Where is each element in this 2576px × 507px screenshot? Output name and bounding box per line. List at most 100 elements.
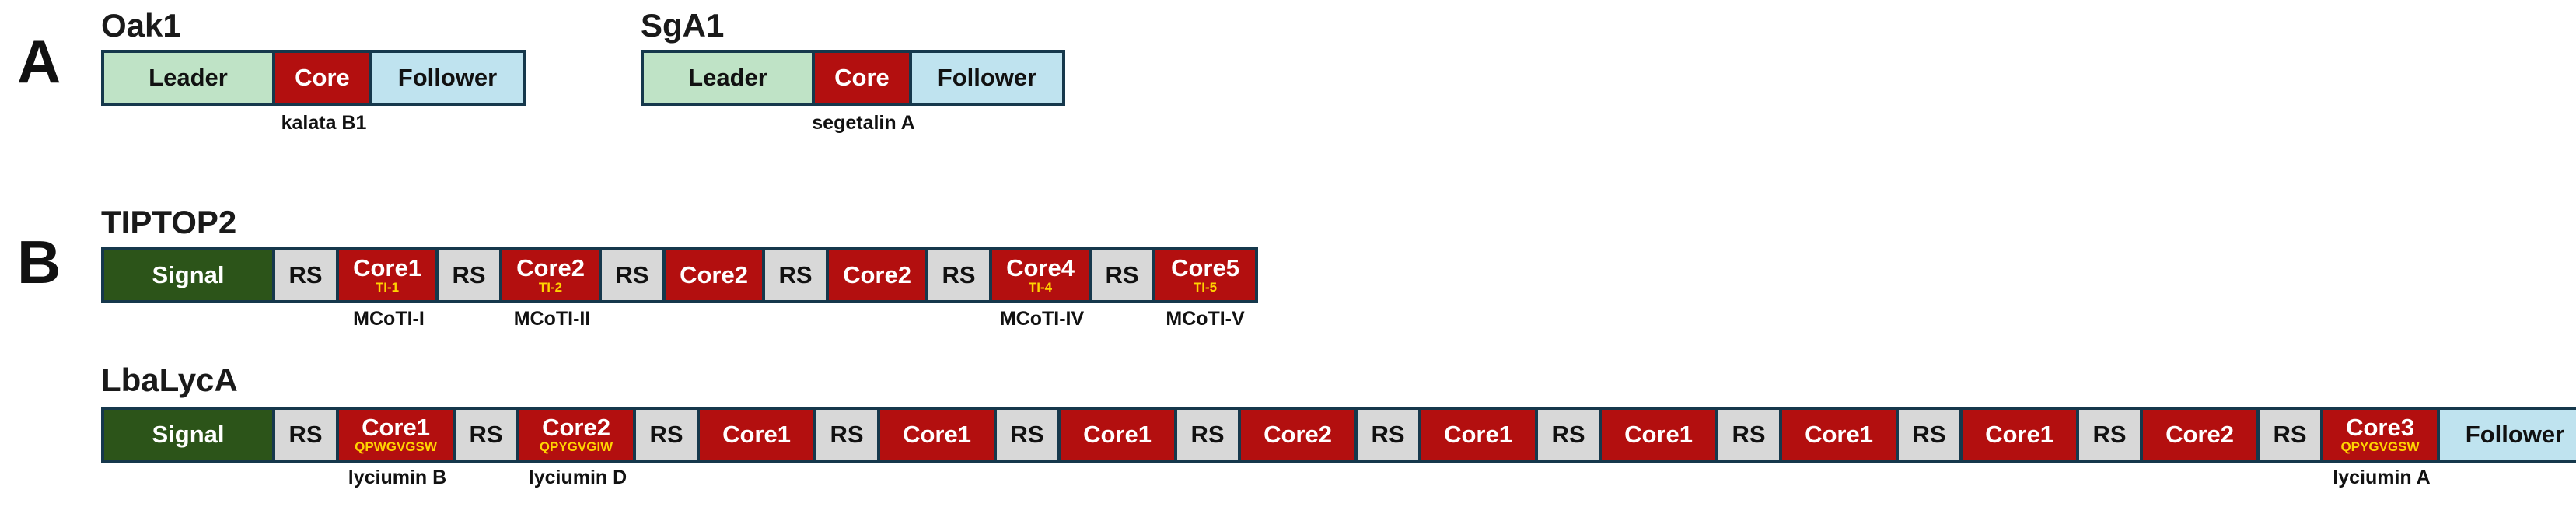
segment-label: Core1	[353, 253, 421, 281]
segment-label: RS	[1371, 420, 1405, 448]
follower-segment: Follower	[912, 53, 1062, 103]
peptide-annotation: MCoTI-I	[353, 308, 425, 330]
segment-label: Core2	[843, 260, 911, 288]
core-sequence-label: QPWGVGSW	[355, 439, 437, 455]
peptide-annotation: lyciumin A	[2333, 467, 2431, 488]
segment-label: Core1	[1083, 420, 1152, 448]
segment-label: Core	[295, 63, 350, 91]
segment-label: RS	[1010, 420, 1044, 448]
rs-segment: RS	[765, 250, 829, 300]
segment-label: RS	[649, 420, 683, 448]
segment-label: Core5	[1171, 253, 1239, 281]
segment-label: RS	[778, 260, 813, 288]
signal-segment: Signal	[104, 250, 275, 300]
sga1-title: SgA1	[641, 7, 725, 44]
rs-segment: RS	[1358, 410, 1421, 460]
core-sequence-label: TI-1	[375, 280, 400, 295]
segment-label: RS	[1551, 420, 1585, 448]
segment-label: Core2	[1264, 420, 1332, 448]
core-segment: Core1	[1421, 410, 1538, 460]
core-segment: Core	[275, 53, 372, 103]
segment-label: Core1	[722, 420, 791, 448]
segment-label: Core2	[516, 253, 585, 281]
core-sequence-label: QPYGVGSW	[2340, 439, 2420, 455]
oak1-title: Oak1	[101, 7, 181, 44]
rs-segment: RS	[1092, 250, 1155, 300]
segment-label: RS	[615, 260, 649, 288]
core-sequence-label: QPYGVGIW	[539, 439, 613, 455]
segment-label: Leader	[688, 63, 767, 91]
follower-segment: Follower	[372, 53, 523, 103]
segment-label: Core4	[1006, 253, 1075, 281]
core-segment: Core	[815, 53, 912, 103]
core-sequence-label: TI-5	[1193, 280, 1218, 295]
segment-label: Core1	[1624, 420, 1693, 448]
rs-segment: RS	[602, 250, 666, 300]
core-segment: Core1	[1963, 410, 2079, 460]
segment-label: Core1	[1805, 420, 1873, 448]
lbalyca-title: LbaLycA	[101, 362, 238, 398]
segment-label: Signal	[152, 260, 225, 288]
rs-segment: RS	[1718, 410, 1782, 460]
segment-label: Core1	[362, 413, 430, 441]
leader-segment: Leader	[104, 53, 275, 103]
segment-label: RS	[2273, 420, 2307, 448]
core-sequence-label: TI-4	[1028, 280, 1053, 295]
core-segment: Core1	[1782, 410, 1899, 460]
core-segment: Core1	[1061, 410, 1177, 460]
core-segment: Core2	[829, 250, 928, 300]
peptide-annotation: kalata B1	[281, 112, 367, 134]
rs-segment: RS	[997, 410, 1061, 460]
segment-label: RS	[288, 260, 323, 288]
segment-label: Core1	[1985, 420, 2053, 448]
segment-label: Core2	[2165, 420, 2234, 448]
peptide-annotation: lyciumin D	[528, 467, 627, 488]
rs-segment: RS	[816, 410, 880, 460]
core-segment: Core2	[2143, 410, 2260, 460]
segment-label: RS	[1732, 420, 1766, 448]
peptide-annotation: MCoTI-II	[513, 308, 591, 330]
segment-label: RS	[2092, 420, 2127, 448]
segment-label: RS	[1105, 260, 1139, 288]
core-segment: Core2	[1241, 410, 1358, 460]
segment-label: Core3	[2346, 413, 2414, 441]
segment-label: Core1	[903, 420, 971, 448]
segment-label: Leader	[149, 63, 228, 91]
panel-label-b: B	[17, 228, 61, 296]
segment-label: RS	[1190, 420, 1225, 448]
sga1-track: Leader Core Follower	[641, 50, 1065, 106]
segment-label: RS	[469, 420, 503, 448]
leader-segment: Leader	[644, 53, 815, 103]
segment-label: RS	[452, 260, 486, 288]
segment-label: Core2	[542, 413, 610, 441]
rs-segment: RS	[275, 410, 339, 460]
peptide-annotation: segetalin A	[812, 112, 915, 134]
peptide-annotation: MCoTI-V	[1166, 308, 1245, 330]
segment-label: Follower	[2465, 420, 2565, 448]
segment-label: Core	[834, 63, 890, 91]
tiptop2-title: TIPTOP2	[101, 204, 237, 240]
segment-label: RS	[942, 260, 976, 288]
rs-segment: RS	[1538, 410, 1602, 460]
rs-segment: RS	[2260, 410, 2323, 460]
segment-label: Follower	[397, 63, 498, 91]
signal-segment: Signal	[104, 410, 275, 460]
segment-label: RS	[288, 420, 323, 448]
segment-label: Follower	[937, 63, 1037, 91]
rs-segment: RS	[928, 250, 992, 300]
core-sequence-label: TI-2	[538, 280, 563, 295]
core-segment: Core1	[880, 410, 997, 460]
peptide-annotation: MCoTI-IV	[999, 308, 1085, 330]
segment-label: RS	[830, 420, 864, 448]
rs-segment: RS	[2079, 410, 2143, 460]
peptide-annotation: lyciumin B	[348, 467, 447, 488]
